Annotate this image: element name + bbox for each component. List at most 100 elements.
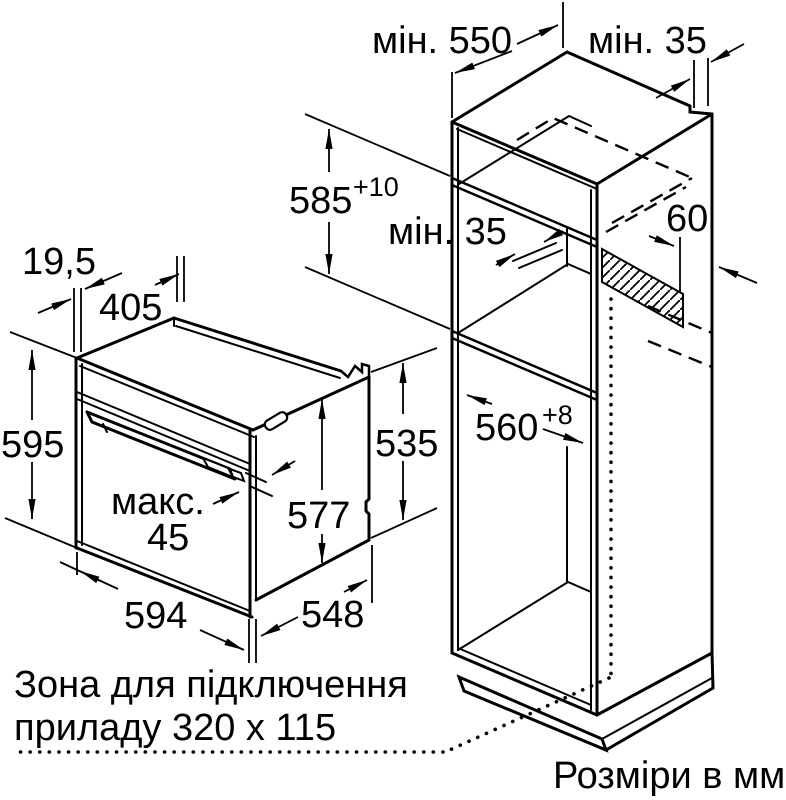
hidden-vent-channel-top <box>516 116 693 180</box>
dim-548-arrow-left <box>260 616 299 637</box>
dim-548-arrow-right <box>343 579 368 593</box>
dim-405-arrow <box>154 273 180 286</box>
dim-560: 560 +8 <box>466 394 584 449</box>
dim-594: 594 <box>59 552 257 663</box>
dim-19-5-arrow-left <box>37 298 72 314</box>
dim-min35-top-ext-lines <box>693 58 709 108</box>
dim-595: 595 <box>1 331 78 549</box>
cabinet-shelf-above-niche <box>450 176 599 249</box>
cabinet-drawing <box>12 50 715 755</box>
dim-535: 535 <box>370 347 438 539</box>
oven-top-front-edge <box>75 356 255 432</box>
dim-585: 585 +10 <box>289 113 451 330</box>
vent-strip-hatched <box>601 247 684 329</box>
connection-zone-line1: Зона для підключення <box>14 664 408 706</box>
dim-max-45-arrow-upper <box>271 460 296 476</box>
oven-door-bottom-gap <box>76 540 251 612</box>
dim-min35-mid-label: мін. 35 <box>388 211 507 253</box>
dim-535-ext-lines <box>370 347 438 539</box>
lower-compartment-floor <box>457 580 592 651</box>
dim-560-tolerance: +8 <box>542 400 573 430</box>
dim-535-label: 535 <box>375 423 438 465</box>
cabinet-top-front-edge <box>450 120 599 186</box>
oven-front-bottom-edge <box>75 546 254 619</box>
cabinet-top-front-inner-edge <box>456 128 598 190</box>
dim-595-ext-lines <box>4 331 78 549</box>
oven-drawing <box>74 316 371 619</box>
niche-rear-gap-lines <box>512 242 563 269</box>
wall-arrow <box>718 266 758 284</box>
dim-min35-mid-arrow-upper <box>543 228 564 243</box>
dim-min550-arrow-right <box>516 24 559 45</box>
plinth-right-bottom-edge <box>604 651 715 752</box>
oven-rear-corner-notch <box>339 362 371 379</box>
lower-compartment-floor-front <box>457 647 592 706</box>
dim-min35-top-arrow-right <box>710 43 745 63</box>
dim-19-5: 19,5 <box>22 241 123 352</box>
dim-min35-top-arrow-left <box>655 78 691 99</box>
cabinet-top-left-edge <box>450 50 569 124</box>
dim-min35-top-label: мін. 35 <box>588 20 707 62</box>
dim-min35-mid-arrow-lower <box>495 253 516 268</box>
dim-560-arrow-left <box>466 394 493 406</box>
dim-19-5-arrow-right <box>84 272 123 290</box>
dim-max-45: макс. 45 <box>111 460 296 559</box>
dim-60-arrow <box>648 235 675 247</box>
cabinet-bottom-front-edge <box>450 651 599 717</box>
handle-mount-left <box>102 423 108 433</box>
dim-min550-label: мін. 550 <box>372 20 512 62</box>
dim-405-label: 405 <box>99 287 162 329</box>
dim-594-label: 594 <box>124 595 187 637</box>
oven-top-rear-edge <box>172 316 343 373</box>
connection-zone-line2: приладу 320 x 115 <box>14 707 336 749</box>
dim-60: 60 <box>648 198 708 292</box>
units-note: Розміри в мм <box>553 755 785 797</box>
dim-min550-arrow-left <box>454 50 513 74</box>
dim-595-label: 595 <box>1 424 64 466</box>
dim-405: 405 <box>99 256 185 329</box>
dim-19-5-ext-lines <box>73 288 82 352</box>
oven-rear-right-edge <box>364 375 371 542</box>
dim-594-arrow-right <box>199 629 245 651</box>
dim-548: 548 <box>260 545 373 637</box>
dim-60-label: 60 <box>666 198 708 240</box>
dim-max-45-word: макс. <box>111 481 205 523</box>
dim-577-label: 577 <box>287 495 350 537</box>
side-grip-hole <box>263 411 289 431</box>
oven-handle <box>85 410 246 483</box>
oven-side-bottom-edge <box>254 538 371 602</box>
dim-585-label: 585 <box>289 180 352 222</box>
dim-min35-top: мін. 35 <box>588 20 745 108</box>
dim-560-label: 560 <box>475 407 538 449</box>
hidden-vent-channel-side <box>605 176 693 234</box>
hidden-niche-floor-rear <box>647 304 713 369</box>
oven-rear-step-strip <box>173 317 341 379</box>
dim-560-arrow-right <box>542 428 584 444</box>
dim-577: 577 <box>287 399 350 563</box>
cabinet-top-compartment-interior <box>458 114 592 185</box>
dim-min35-mid: мін. 35 <box>388 211 564 268</box>
connection-zone-dotted-diagonal <box>441 676 611 755</box>
dim-max-45-arrow-lower <box>212 491 240 505</box>
cabinet-top-right-edge <box>595 112 714 186</box>
dim-585-ext-lines <box>304 113 451 330</box>
cabinet-bottom-right-edge <box>595 651 714 717</box>
dim-405-ext-lines <box>176 256 185 302</box>
dim-min550-ext-lines <box>451 2 564 118</box>
dim-19-5-label: 19,5 <box>22 241 96 283</box>
dim-max-45-value: 45 <box>147 517 189 559</box>
dim-594-arrow-left <box>79 570 101 584</box>
dim-594-ext-lines <box>76 552 257 663</box>
oven-top-left-edge <box>75 316 176 360</box>
notes: Зона для підключення приладу 320 x 115 Р… <box>14 664 785 797</box>
plinth-right-top-edge <box>601 677 713 740</box>
cabinet-top-rear-edge-notch <box>565 50 714 116</box>
handle-end-cap <box>228 467 246 483</box>
dim-548-label: 548 <box>301 594 364 636</box>
cabinet-shelf-below-niche <box>450 329 599 402</box>
dim-585-tolerance: +10 <box>353 172 399 202</box>
oven-control-panel-line <box>76 391 251 472</box>
wall-indicator <box>718 266 758 284</box>
